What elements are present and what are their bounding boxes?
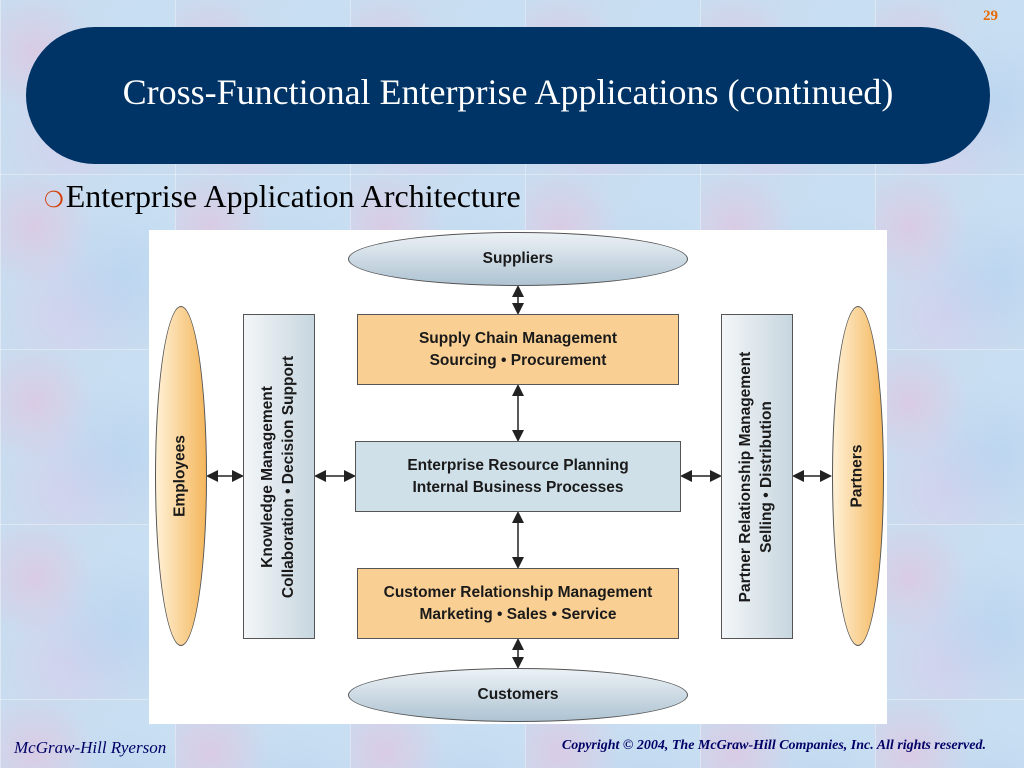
footer-publisher: McGraw-Hill Ryerson bbox=[14, 738, 167, 757]
knowledge-management-text: Knowledge Management Collaboration • Dec… bbox=[258, 355, 300, 597]
erp-title: Enterprise Resource Planning bbox=[407, 456, 629, 474]
customers-label: Customers bbox=[477, 686, 559, 703]
knowledge-management-bar: Knowledge Management Collaboration • Dec… bbox=[243, 314, 315, 639]
scm-title: Supply Chain Management bbox=[418, 329, 618, 347]
suppliers-oval: Suppliers bbox=[348, 232, 688, 286]
connector-arrows bbox=[206, 285, 832, 669]
prm-title: Partner Relationship Management bbox=[737, 351, 755, 602]
erp-subtitle: Internal Business Processes bbox=[412, 478, 624, 496]
scm-subtitle: Sourcing • Procurement bbox=[429, 351, 607, 369]
prm-subtitle: Selling • Distribution bbox=[758, 400, 775, 553]
prm-text: Partner Relationship Management Selling … bbox=[736, 351, 778, 602]
suppliers-label: Suppliers bbox=[482, 250, 554, 267]
title-banner: Cross-Functional Enterprise Applications… bbox=[26, 27, 990, 164]
bullet-text: Enterprise Application Architecture bbox=[65, 178, 521, 214]
footer-copyright: Copyright © 2004, The McGraw-Hill Compan… bbox=[561, 738, 986, 753]
customers-oval: Customers bbox=[348, 668, 688, 722]
km-subtitle: Collaboration • Decision Support bbox=[280, 355, 297, 598]
architecture-diagram: Suppliers Supply Chain Management Sourci… bbox=[149, 230, 887, 724]
crm-title: Customer Relationship Management bbox=[383, 583, 653, 601]
km-title: Knowledge Management bbox=[259, 385, 277, 568]
bullet-item: ❍ Enterprise Application Architecture bbox=[44, 178, 521, 215]
hollow-circle-bullet-icon: ❍ bbox=[44, 188, 64, 213]
employees-label: Employees bbox=[171, 435, 189, 517]
partner-relationship-management-bar: Partner Relationship Management Selling … bbox=[721, 314, 793, 639]
crm-subtitle: Marketing • Sales • Service bbox=[419, 605, 617, 623]
crm-box: Customer Relationship Management Marketi… bbox=[357, 568, 679, 639]
erp-box: Enterprise Resource Planning Internal Bu… bbox=[355, 441, 681, 512]
employees-oval: Employees bbox=[155, 306, 207, 646]
partners-label: Partners bbox=[848, 444, 866, 508]
page-number: 29 bbox=[983, 8, 998, 24]
scm-box: Supply Chain Management Sourcing • Procu… bbox=[357, 314, 679, 385]
partners-oval: Partners bbox=[832, 306, 884, 646]
slide-title: Cross-Functional Enterprise Applications… bbox=[122, 71, 894, 112]
